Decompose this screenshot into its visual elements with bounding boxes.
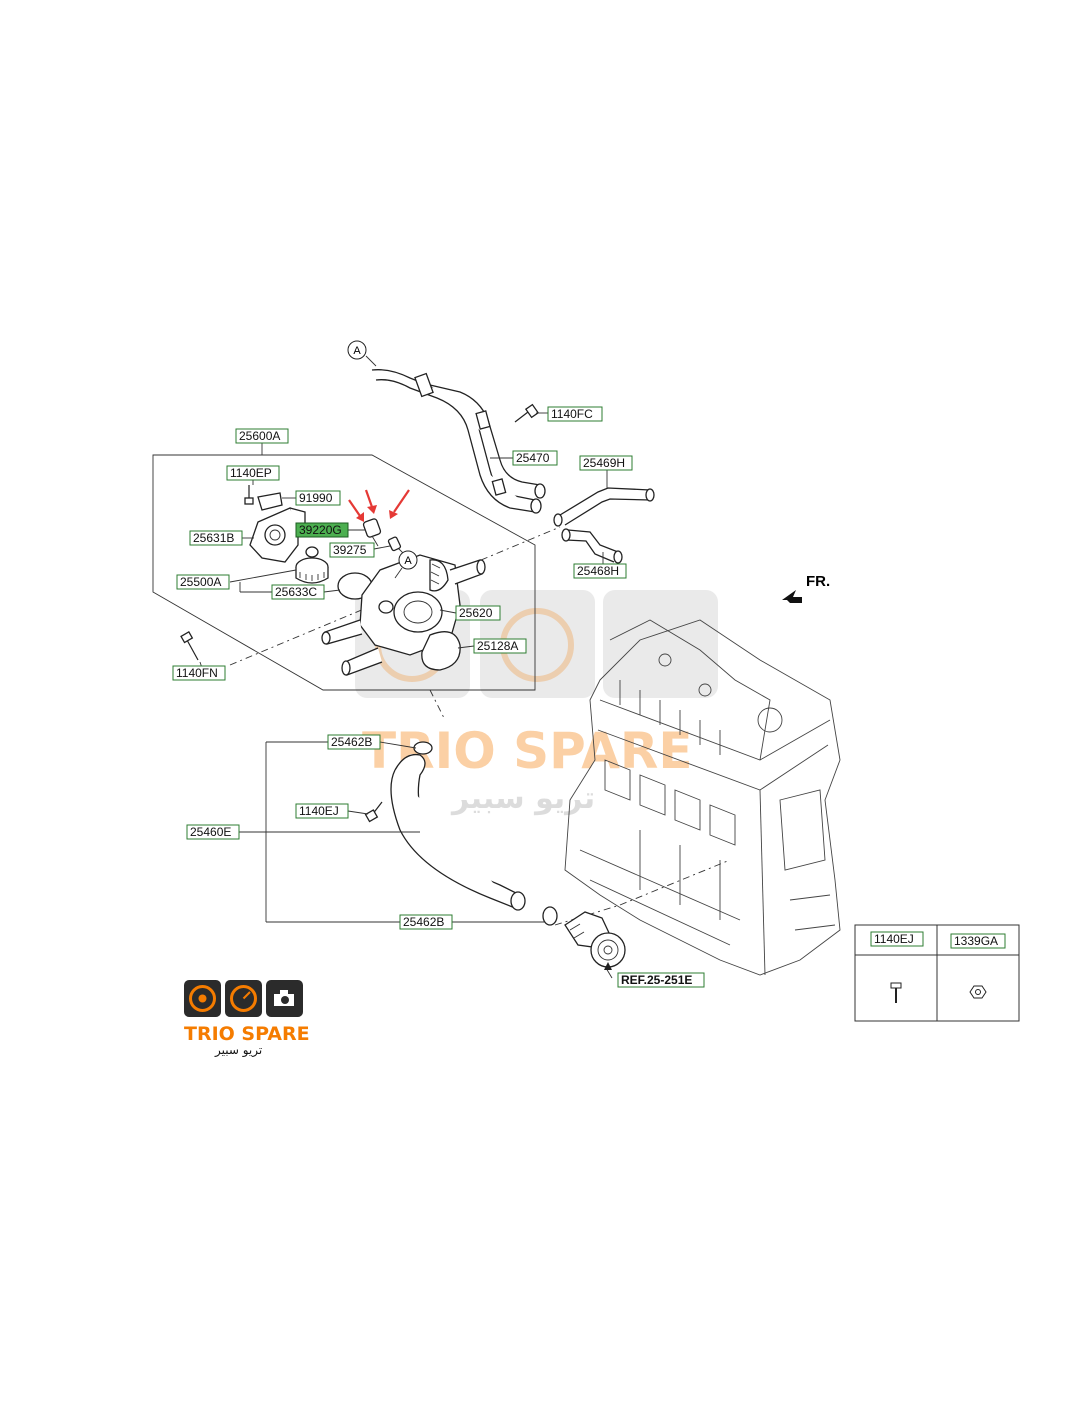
label-25128A[interactable]: 25128A	[473, 638, 527, 654]
svg-text:25600A: 25600A	[239, 429, 280, 443]
label-91990[interactable]: 91990	[295, 490, 341, 506]
svg-text:25633C: 25633C	[275, 585, 317, 599]
front-arrow-icon	[782, 590, 802, 603]
watermark: TRIO SPARE تريو سبير	[355, 590, 718, 816]
svg-text:25500A: 25500A	[180, 575, 221, 589]
hose-25469H	[553, 470, 655, 527]
speaker-icon	[189, 985, 216, 1012]
watermark-text-ar: تريو سبير	[450, 781, 595, 816]
water-inlet-fitting-25620	[321, 554, 486, 676]
pipe-25470	[371, 369, 546, 514]
bolt-1140FN	[180, 631, 203, 669]
label-ref-25-251E[interactable]: REF.25-251E	[617, 972, 705, 988]
svg-text:39220G: 39220G	[299, 523, 342, 537]
label-1140FN[interactable]: 1140FN	[172, 665, 226, 681]
svg-text:25470: 25470	[516, 451, 550, 465]
svg-text:91990: 91990	[299, 491, 333, 505]
gasket-25128A	[421, 631, 461, 671]
label-39275[interactable]: 39275	[329, 542, 375, 558]
front-label: FR.	[806, 573, 830, 590]
logo-title: TRIO SPARE	[184, 1023, 310, 1045]
logo-arabic: تريو سبير	[214, 1043, 262, 1058]
brand-logo: TRIO SPARE تريو سبير	[184, 980, 310, 1058]
callout-a-bottom: A	[394, 550, 418, 579]
label-25631B[interactable]: 25631B	[189, 530, 243, 546]
hose-25468H	[561, 528, 623, 564]
legend-table: 1140EJ 1339GA	[854, 924, 1020, 1022]
svg-text:1140FC: 1140FC	[551, 407, 593, 421]
svg-text:25462B: 25462B	[403, 915, 444, 929]
bolt-1140EP	[244, 478, 254, 505]
label-39220G[interactable]: 39220G	[295, 522, 349, 538]
label-25633C[interactable]: 25633C	[271, 584, 325, 600]
label-25460E[interactable]: 25460E	[186, 824, 240, 840]
svg-text:1140EP: 1140EP	[230, 466, 272, 480]
label-1140FC[interactable]: 1140FC	[547, 406, 603, 422]
bolt-icon	[890, 982, 902, 1003]
svg-text:25468H: 25468H	[577, 564, 619, 578]
svg-text:25128A: 25128A	[477, 639, 518, 653]
svg-text:25462B: 25462B	[331, 735, 372, 749]
svg-text:25469H: 25469H	[583, 456, 625, 470]
callout-a-bottom-text: A	[404, 555, 412, 567]
clamp-25462B-top	[413, 741, 433, 755]
hose-25460E	[390, 753, 526, 911]
svg-text:1140EJ: 1140EJ	[299, 804, 339, 818]
watermark-engine-box	[603, 590, 718, 698]
label-25462B-top[interactable]: 25462B	[327, 734, 381, 750]
plug-39275	[387, 536, 402, 552]
engine-block-illustration	[564, 619, 841, 976]
legend-label-1339GA: 1339GA	[950, 933, 1006, 949]
watermark-gauge-box	[480, 590, 595, 698]
bolt-1140FC	[514, 403, 548, 423]
callout-a-top: A	[347, 340, 377, 367]
svg-text:REF.25-251E: REF.25-251E	[621, 973, 692, 987]
water-pump	[564, 911, 626, 979]
svg-text:25631B: 25631B	[193, 531, 234, 545]
nut-icon	[969, 985, 987, 999]
label-25469H[interactable]: 25469H	[579, 455, 633, 471]
clamp-25462B-bottom	[542, 906, 558, 926]
label-25500A[interactable]: 25500A	[176, 574, 230, 590]
svg-text:1140EJ: 1140EJ	[874, 932, 914, 946]
front-direction-indicator: FR.	[782, 573, 830, 603]
callout-a-top-text: A	[353, 345, 361, 357]
leader-lines	[199, 457, 513, 672]
label-25620[interactable]: 25620	[455, 605, 501, 621]
assembly-bracket	[152, 442, 536, 691]
bracket-91990	[257, 492, 296, 511]
highlight-arrows	[348, 489, 410, 522]
label-25462B-bottom[interactable]: 25462B	[399, 914, 453, 930]
hose-bracket	[239, 741, 545, 923]
label-25470[interactable]: 25470	[512, 450, 558, 466]
sensor-39220G	[362, 518, 382, 547]
bolt-1140EJ-lower	[364, 801, 383, 823]
svg-text:1339GA: 1339GA	[954, 934, 998, 948]
svg-text:39275: 39275	[333, 543, 367, 557]
thermostat-25500A	[295, 546, 329, 584]
label-25600A[interactable]: 25600A	[235, 428, 289, 444]
label-25468H[interactable]: 25468H	[573, 563, 627, 579]
svg-text:25460E: 25460E	[190, 825, 231, 839]
gauge-icon	[230, 985, 257, 1012]
svg-text:1140FN: 1140FN	[176, 666, 218, 680]
svg-text:25620: 25620	[459, 606, 493, 620]
legend-label-1140EJ: 1140EJ	[870, 931, 924, 947]
label-1140EJ[interactable]: 1140EJ	[295, 803, 349, 819]
label-1140EP[interactable]: 1140EP	[226, 465, 280, 481]
